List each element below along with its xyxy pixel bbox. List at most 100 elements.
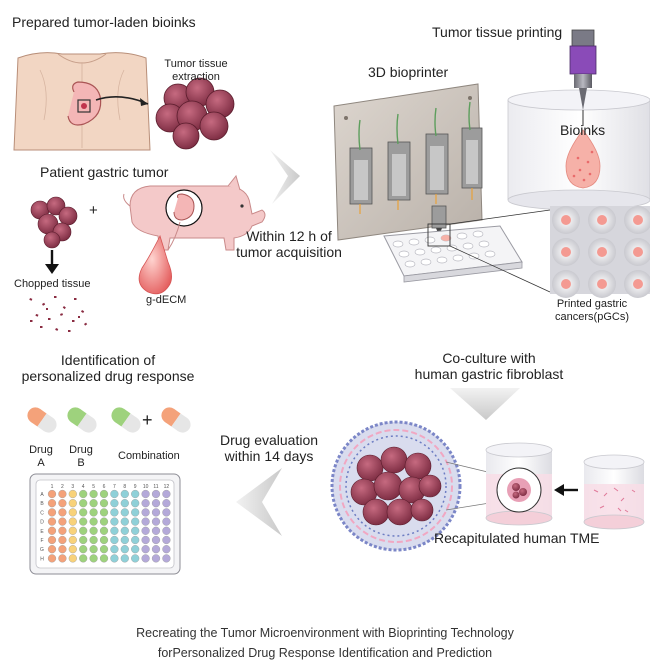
within-12h-line2: tumor acquisition (236, 244, 342, 261)
plate-well (110, 554, 119, 563)
plate-well (68, 489, 77, 499)
flow-arrow-left (236, 468, 282, 536)
tumor-site-marker (77, 99, 91, 113)
prepared-bioinks-title: Prepared tumor-laden bioinks (12, 14, 196, 30)
drug-b-label: Drug B (64, 444, 98, 469)
plate-well (131, 489, 140, 499)
flow-arrow-right (270, 150, 300, 204)
plate-well (68, 554, 77, 563)
plate-well (141, 535, 150, 545)
bioprinter-label: 3D bioprinter (368, 64, 449, 80)
syringe-icon (569, 29, 597, 126)
plus-sign-1: + (89, 202, 98, 219)
plate-well (151, 508, 161, 517)
plate-well (141, 545, 150, 554)
plate-well (99, 517, 109, 526)
plate-well (141, 517, 150, 526)
capsule-combination-a (161, 407, 191, 433)
plate-well (89, 535, 98, 545)
printed-pgc-label: Printed gastric cancers(pGCs) (540, 298, 644, 323)
small-tumor (30, 196, 78, 249)
identification-line1: Identification of (60, 352, 156, 368)
bioink-drop (565, 129, 601, 189)
plate-well (58, 508, 67, 517)
plate-well (89, 489, 98, 499)
plate-well (99, 499, 109, 508)
identification-title: Identification of personalized drug resp… (2, 352, 214, 384)
plate-well (89, 554, 98, 563)
plate-well (79, 545, 88, 554)
plate-well (58, 554, 67, 563)
plate-well (120, 535, 129, 545)
recapitulated-tme-label: Recapitulated human TME (434, 530, 600, 546)
plate-well (151, 526, 161, 535)
gdecm-label: g-dECM (146, 294, 187, 306)
combination-label: Combination (118, 450, 180, 462)
plate-row-label: E (40, 529, 44, 535)
tme-tumor (330, 420, 462, 552)
plate-well (110, 526, 119, 535)
patient-torso (13, 52, 151, 151)
plate-col-label: 1 (51, 484, 54, 490)
plate-well (68, 517, 77, 526)
plate-well (89, 526, 98, 535)
plate-well (47, 526, 57, 535)
within-12h-line1: Within 12 h of (246, 228, 332, 244)
plate-well (141, 526, 150, 535)
drug-b-line1: Drug (69, 444, 93, 456)
drug-evaluation-line2: within 14 days (224, 448, 314, 465)
plate-well (89, 499, 98, 508)
capsule-drug-b (67, 407, 97, 433)
plate-well (58, 535, 67, 545)
plate-well (120, 508, 129, 517)
plate-well (99, 508, 109, 517)
plate-well (151, 535, 161, 545)
tumor-extraction-line1: Tumor tissue (164, 58, 228, 70)
plate-row-label: F (40, 538, 43, 544)
plate-well (68, 535, 77, 545)
plate-well (47, 499, 57, 508)
bioinks-label: Bioinks (560, 122, 606, 138)
plus-sign-2: + (142, 410, 153, 430)
plate-well (58, 526, 67, 535)
plate-well (99, 545, 109, 554)
chopped-tissue-dots (29, 296, 88, 332)
plate-row-label: B (40, 501, 44, 507)
plate-col-label: 10 (143, 484, 149, 490)
plate-well (162, 517, 171, 526)
plate-well (68, 508, 77, 517)
plate-well (131, 517, 140, 526)
plate-col-label: 8 (123, 484, 126, 490)
coculture-label: Co-culture with human gastric fibroblast (396, 350, 582, 382)
pig-stomach-icon (173, 193, 195, 221)
plate-well (131, 508, 140, 517)
plate-well (151, 489, 161, 499)
plate-well (99, 526, 109, 535)
plate-col-label: 7 (113, 484, 116, 490)
plate-well (110, 517, 119, 526)
plate-well (110, 489, 119, 499)
plate-well (162, 489, 171, 499)
plate-well (47, 545, 57, 554)
bioink-beaker (507, 89, 650, 211)
plate-well (131, 545, 140, 554)
plate-well (120, 545, 129, 554)
plate-col-label: 4 (82, 484, 85, 490)
printed-pgc-line1: Printed gastric (556, 298, 628, 310)
plate-well (141, 499, 150, 508)
coculture-container (485, 442, 553, 526)
print-well-plate (383, 225, 523, 283)
extracted-tumor (155, 77, 235, 150)
plate-well (110, 508, 119, 517)
plate-col-label: 5 (92, 484, 95, 490)
identification-line2: personalized drug response (21, 368, 195, 385)
drug-a-line1: Drug (29, 444, 53, 456)
plate-col-label: 9 (134, 484, 137, 490)
plate-well (47, 554, 57, 563)
plate-well (110, 535, 119, 545)
plate-col-label: 3 (71, 484, 74, 490)
plate-well (47, 517, 57, 526)
plate-row-label: C (40, 510, 44, 516)
